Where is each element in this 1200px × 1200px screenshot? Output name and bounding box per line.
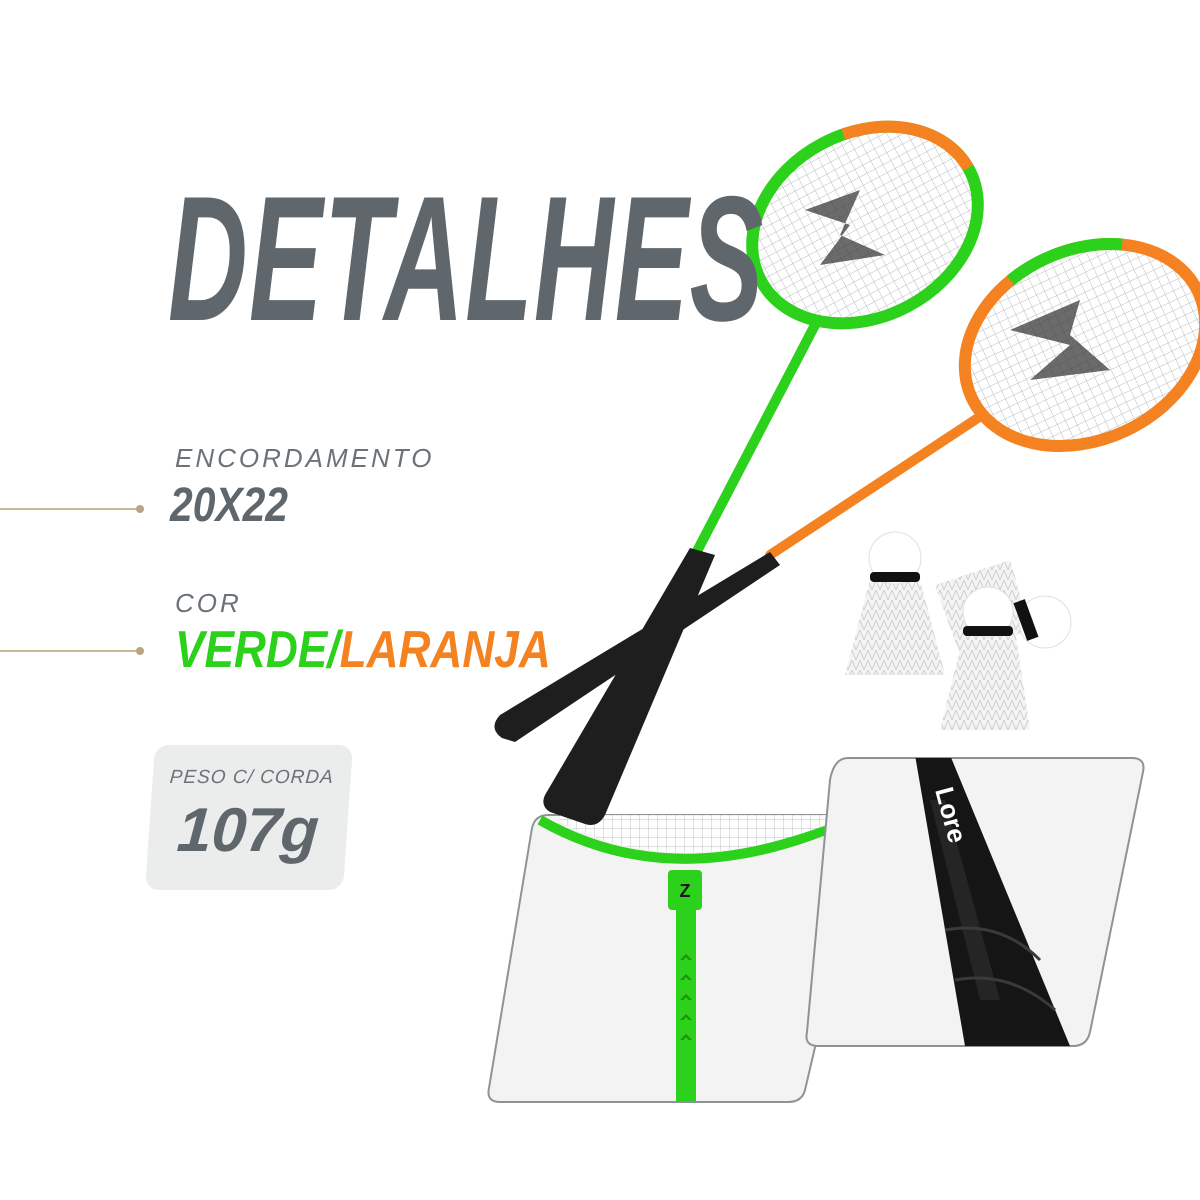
connector-dot (136, 505, 144, 513)
color-value-green: VERDE/ (175, 621, 340, 679)
stringing-label: ENCORDAMENTO (175, 443, 435, 473)
color-label: COR (175, 588, 242, 618)
svg-text:Z: Z (680, 881, 691, 901)
color-value-orange: LARANJA (339, 621, 551, 679)
detail-panel-handle: Lore (805, 757, 1145, 1047)
green-racket (543, 120, 984, 825)
shuttlecocks (845, 531, 1072, 730)
connector-dot (136, 647, 144, 655)
page-title: DETALHES (168, 159, 765, 358)
stringing-connector (0, 505, 144, 513)
stringing-value: 20X22 (170, 479, 288, 532)
color-value: VERDE/LARANJA (175, 620, 551, 680)
weight-label: PESO C/ CORDA (169, 767, 335, 788)
color-connector (0, 647, 144, 655)
weight-badge: PESO C/ CORDA 107g (144, 745, 354, 890)
detail-panel-shaft: Z (487, 814, 868, 1103)
weight-value: 107g (175, 796, 322, 865)
